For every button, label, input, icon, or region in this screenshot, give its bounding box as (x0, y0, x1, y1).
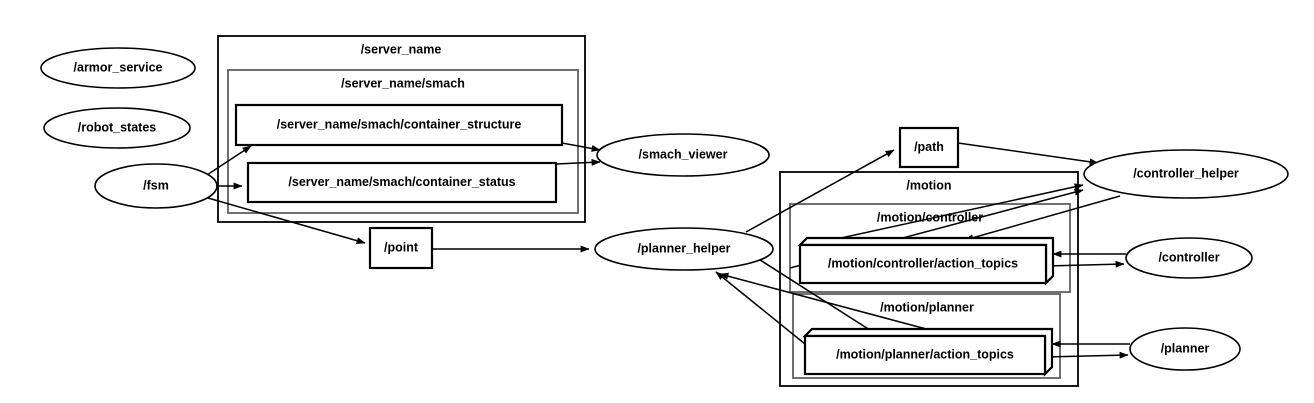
topic-box-face (803, 334, 1047, 376)
cluster-border (779, 171, 1079, 387)
cluster-group: /server_name/server_name/smach/motion/mo… (217, 35, 1079, 387)
edge-container_structure-to-smach_viewer (561, 142, 601, 152)
edge-controller_actions-to-controller_helper (799, 183, 1084, 248)
node-smach_viewer[interactable]: /smach_viewer (596, 133, 770, 177)
cluster-border (217, 35, 586, 223)
node-ellipse (1125, 237, 1253, 279)
edge-fsm-to-point (207, 197, 366, 245)
topic-container_status[interactable]: /server_name/smach/container_status (246, 161, 558, 204)
topic-container_structure[interactable]: /server_name/smach/container_structure (234, 103, 564, 147)
topic-label: /path (914, 140, 944, 154)
node-group: /armor_service/robot_states/fsm/smach_vi… (40, 47, 1289, 371)
topic-label: /server_name/smach/container_structure (277, 117, 522, 131)
cluster-border (227, 69, 579, 214)
node-ellipse (594, 227, 774, 271)
cluster-label: /motion/controller (877, 210, 983, 224)
node-controller_helper[interactable]: /controller_helper (1083, 149, 1289, 199)
node-armor_service[interactable]: /armor_service (40, 47, 196, 89)
cluster-label: /server_name/smach (341, 76, 465, 90)
cluster-label: /motion (906, 178, 951, 192)
edge-fsm-to-container_structure (206, 145, 252, 176)
edge-group (206, 142, 1130, 363)
edge-container_status-to-smach_viewer (555, 158, 601, 166)
node-fsm[interactable]: /fsm (94, 163, 218, 209)
edge-planner_helper-to-planner_actions (756, 257, 885, 340)
node-label: /smach_viewer (639, 147, 728, 161)
topic-path[interactable]: /path (898, 126, 960, 169)
edge-path-to-controller_helper (957, 142, 1099, 166)
node-label: /controller (1158, 250, 1219, 264)
cluster-server_smach: /server_name/smach (227, 69, 579, 214)
cluster-border (792, 293, 1061, 379)
topic-planner_actions[interactable]: /motion/planner/action_topics (802, 327, 1054, 377)
node-ellipse (1129, 327, 1241, 371)
cluster-motion: /motion (779, 171, 1079, 387)
topic-point[interactable]: /point (368, 226, 434, 270)
cluster-motion_controller: /motion/controller (789, 203, 1071, 293)
node-label: /armor_service (74, 60, 163, 74)
edge-controller_actions-to-controller (1045, 260, 1125, 268)
node-ellipse (40, 47, 196, 89)
cluster-border (789, 203, 1071, 293)
cluster-motion_planner: /motion/planner (792, 293, 1061, 379)
node-label: /robot_states (78, 120, 157, 134)
cluster-label: /server_name (361, 42, 442, 56)
topic-label: /point (384, 240, 419, 254)
cluster-label: /motion/planner (880, 300, 974, 314)
edge-planner_actions-to-planner (1044, 351, 1129, 359)
topic-box-face (368, 226, 434, 270)
node-planner[interactable]: /planner (1129, 327, 1241, 371)
node-label: /fsm (143, 178, 169, 192)
node-ellipse (596, 133, 770, 177)
node-label: /planner (1161, 341, 1210, 355)
node-planner_helper[interactable]: /planner_helper (594, 227, 774, 271)
topic-controller_actions[interactable]: /motion/controller/action_topics (797, 236, 1055, 286)
topic-box-face (898, 126, 960, 169)
node-label: /controller_helper (1133, 166, 1239, 180)
cluster-server_name: /server_name (217, 35, 586, 223)
node-robot_states[interactable]: /robot_states (43, 107, 191, 149)
topic-box-face (234, 103, 564, 147)
topic-box-face (246, 161, 558, 204)
edge-planner_actions-to-planner_helper (715, 271, 806, 345)
node-label: /planner_helper (637, 241, 730, 255)
node-ellipse (94, 163, 218, 209)
edge-controller_helper-to-controller_actions (964, 195, 1121, 242)
topic-box-face (798, 243, 1048, 285)
node-ellipse (1083, 149, 1289, 199)
edge-planner_helper-to-path (745, 149, 895, 233)
topic-label: /server_name/smach/container_status (288, 175, 515, 189)
topic-group: /server_name/smach/container_structure/s… (234, 103, 1055, 377)
node-controller[interactable]: /controller (1125, 237, 1253, 279)
topic-label: /motion/controller/action_topics (828, 256, 1018, 270)
node-ellipse (43, 107, 191, 149)
topic-label: /motion/planner/action_topics (836, 347, 1014, 361)
